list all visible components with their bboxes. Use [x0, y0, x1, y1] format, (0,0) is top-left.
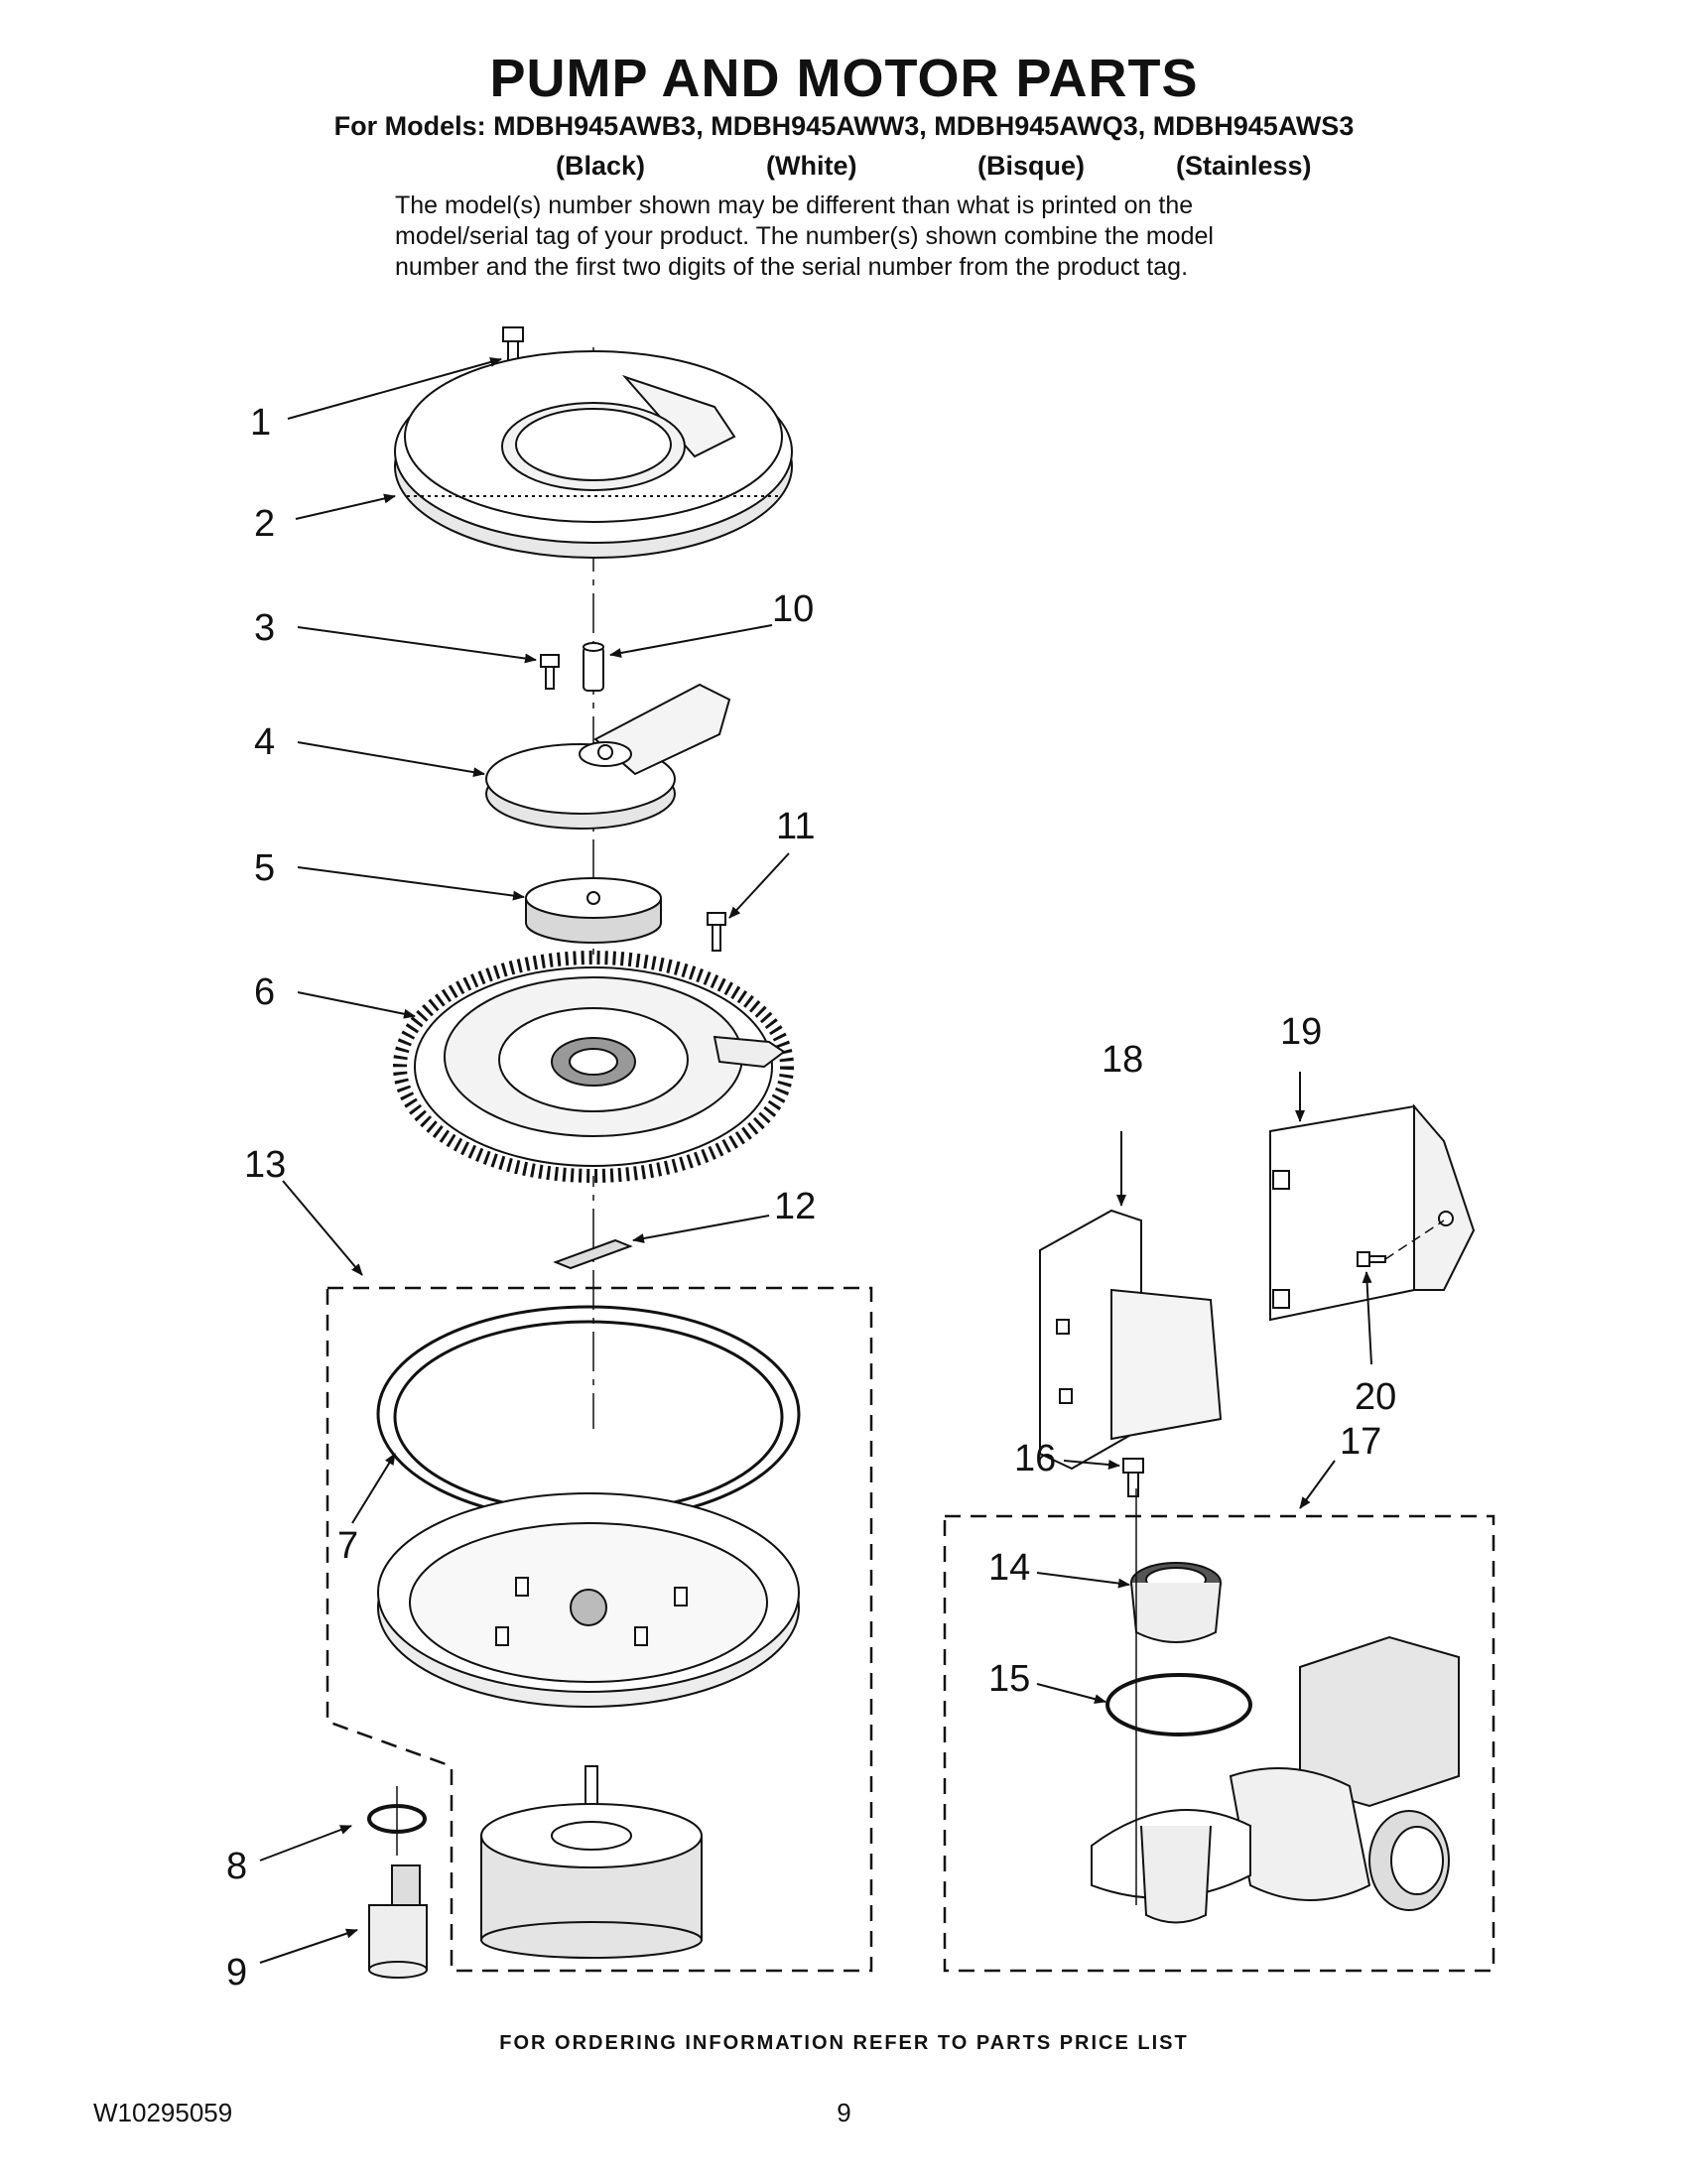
part-13-assembly-boundary [325, 1286, 873, 1973]
callout-16: 16 [1014, 1438, 1056, 1479]
leader-14 [1036, 1572, 1130, 1589]
callout-2: 2 [254, 503, 275, 545]
callout-6: 6 [254, 971, 275, 1013]
part-20-axis-line [1384, 1220, 1445, 1260]
drain-pump [1091, 1635, 1460, 1924]
document-number: W10295059 [93, 2098, 233, 2127]
part-11-screw [707, 912, 726, 952]
part-15-o-ring [1105, 1673, 1252, 1736]
part-3-screw [540, 654, 560, 690]
motor [480, 1765, 703, 1959]
leader-9 [259, 1928, 358, 1964]
color-label-white: (White) [766, 151, 857, 181]
callout-9: 9 [226, 1952, 247, 1993]
leader-1 [287, 357, 502, 420]
part-2-cover [394, 350, 793, 559]
part-12-seal-strip [553, 1238, 633, 1270]
callout-14: 14 [988, 1547, 1030, 1589]
callout-17: 17 [1340, 1421, 1381, 1463]
part-7-ring-seal [376, 1305, 801, 1523]
model-number-note: The model(s) number shown may be differe… [395, 191, 1367, 283]
part-14-collar [1130, 1562, 1222, 1643]
callout-15: 15 [988, 1658, 1030, 1700]
page-number: 9 [837, 2098, 851, 2127]
part-5-impeller [525, 877, 662, 944]
page-title: PUMP AND MOTOR PARTS [489, 49, 1199, 108]
part-17-assembly-boundary [943, 1514, 1495, 1973]
callout-5: 5 [254, 847, 275, 889]
ordering-info: FOR ORDERING INFORMATION REFER TO PARTS … [499, 2032, 1189, 2054]
part-1-screw [502, 326, 524, 366]
part-4-pump-housing [485, 683, 731, 830]
callout-4: 4 [254, 721, 275, 763]
note-line: number and the first two digits of the s… [395, 253, 1189, 281]
part-9-connector [368, 1864, 428, 1979]
sump-base [377, 1492, 800, 1708]
callout-18: 18 [1102, 1039, 1143, 1081]
part-6-filter-housing [393, 951, 794, 1183]
note-line: The model(s) number shown may be differe… [395, 192, 1194, 219]
leader-lines [259, 357, 1372, 1964]
callout-1: 1 [250, 402, 271, 444]
color-label-stainless: (Stainless) [1176, 151, 1312, 181]
callout-19: 19 [1280, 1011, 1322, 1053]
callout-20: 20 [1355, 1376, 1396, 1418]
leader-6 [297, 991, 416, 1019]
callout-11: 11 [776, 806, 815, 847]
leader-11 [728, 852, 790, 919]
leader-3 [297, 626, 537, 664]
leader-12 [632, 1215, 770, 1243]
callout-7: 7 [337, 1525, 358, 1567]
leader-17 [1299, 1460, 1336, 1509]
leader-13 [282, 1180, 363, 1276]
color-label-black: (Black) [556, 151, 646, 181]
part-19-cover-box [1269, 1103, 1476, 1322]
leader-7 [351, 1453, 396, 1524]
leader-2 [295, 493, 396, 520]
callout-labels: 1 2 3 4 5 6 7 8 9 10 11 12 13 14 15 16 1… [226, 402, 1396, 1993]
callout-8: 8 [226, 1846, 247, 1887]
models-line: For Models: MDBH945AWB3, MDBH945AWW3, MD… [333, 111, 1355, 141]
callout-13: 13 [244, 1144, 286, 1186]
leader-16 [1063, 1460, 1120, 1471]
color-label-bisque: (Bisque) [977, 151, 1085, 181]
leader-8 [259, 1825, 352, 1862]
part-18-bracket [1039, 1209, 1223, 1471]
part-16-screw [1122, 1458, 1144, 1497]
callout-3: 3 [254, 607, 275, 649]
callout-12: 12 [774, 1186, 816, 1227]
leader-4 [297, 741, 485, 778]
part-10-pin [583, 642, 604, 692]
leader-15 [1036, 1683, 1106, 1705]
leader-5 [297, 866, 525, 901]
note-line: model/serial tag of your product. The nu… [395, 222, 1214, 250]
leader-10 [609, 624, 773, 658]
callout-10: 10 [772, 588, 814, 630]
leader-20 [1362, 1271, 1372, 1365]
